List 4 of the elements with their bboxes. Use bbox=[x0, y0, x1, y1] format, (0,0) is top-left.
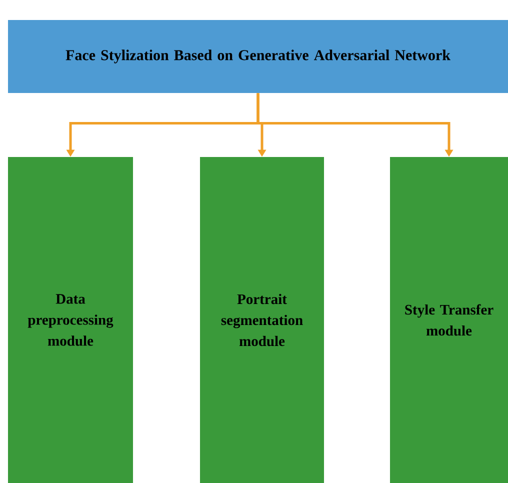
module-box: Portrait segmentation module bbox=[200, 157, 324, 483]
module-box: Data preprocessing module bbox=[8, 157, 133, 483]
module-box: Style Transfer module bbox=[390, 157, 508, 483]
title-box: Face Stylization Based on Generative Adversarial Network bbox=[8, 20, 508, 93]
